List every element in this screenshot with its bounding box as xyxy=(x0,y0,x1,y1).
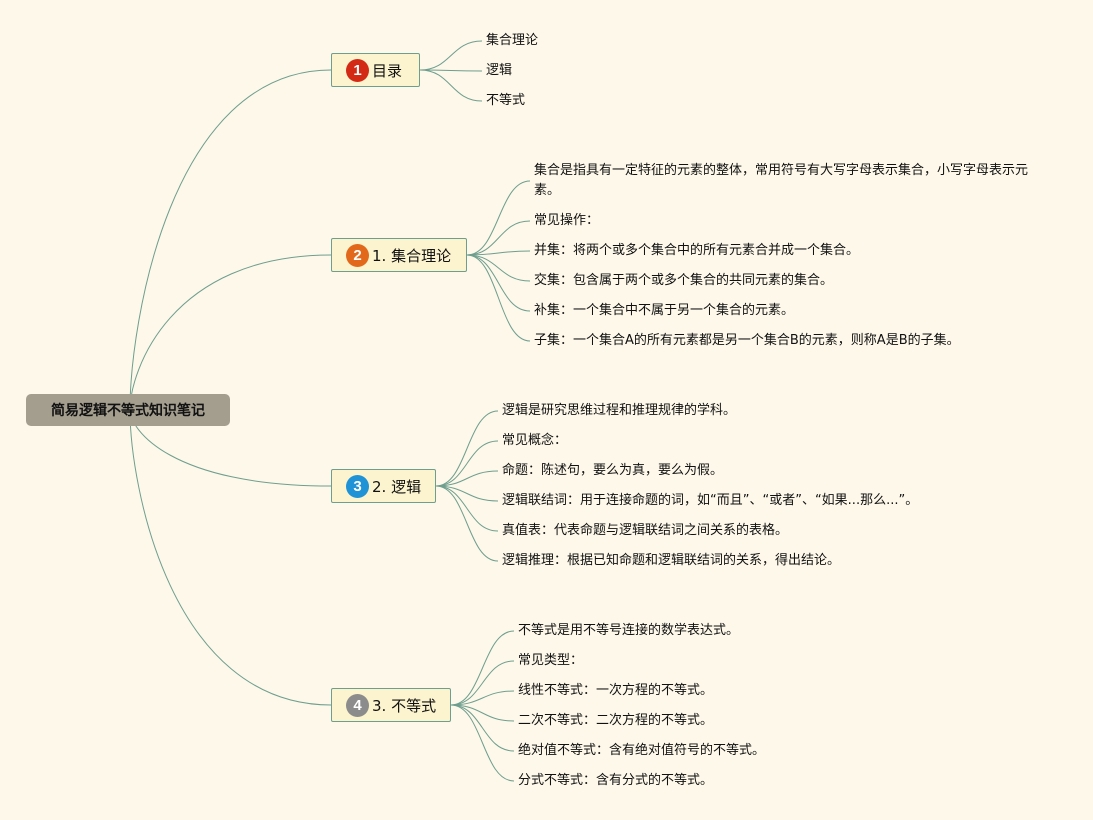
branch-4-leaf-6-line xyxy=(450,704,515,782)
branch-4-leaf-2-line xyxy=(450,660,515,706)
leaf-topic[interactable]: 二次不等式：二次方程的不等式。 xyxy=(518,713,714,728)
leaf-topic[interactable]: 绝对值不等式：含有绝对值符号的不等式。 xyxy=(518,743,766,758)
leaf-topic[interactable]: 命题：陈述句，要么为真，要么为假。 xyxy=(502,463,724,478)
leaf-topic[interactable]: 补集：一个集合中不属于另一个集合的元素。 xyxy=(534,303,795,318)
priority-badge-icon: 4 xyxy=(346,693,369,717)
branch-2-leaf-4-line xyxy=(466,254,531,282)
branch-2-leaf-5-line xyxy=(466,254,531,312)
branch-1-leaf-1-line xyxy=(419,40,483,71)
root-topic-label: 简易逻辑不等式知识笔记 xyxy=(51,403,205,419)
branch-topic-label: 1. 集合理论 xyxy=(372,246,452,265)
leaf-topic[interactable]: 逻辑联结词：用于连接命题的词，如“而且”、“或者”、“如果...那么...”。 xyxy=(502,493,919,508)
branch-4-leaf-5-line xyxy=(450,704,515,752)
leaf-topic[interactable]: 集合理论 xyxy=(486,33,539,48)
branch-3-leaf-4-line xyxy=(435,485,499,502)
branch-3-leaf-2-line xyxy=(435,440,499,487)
branch-4-leaf-3-line xyxy=(450,690,515,706)
branch-2-leaf-6-line xyxy=(466,254,531,342)
branch-3-leaf-1-line xyxy=(435,410,499,487)
priority-badge-icon: 1 xyxy=(346,58,369,82)
leaf-topic[interactable]: 线性不等式：一次方程的不等式。 xyxy=(518,683,714,698)
leaf-topic[interactable]: 常见类型： xyxy=(518,653,584,668)
leaf-topic[interactable]: 逻辑推理：根据已知命题和逻辑联结词的关系，得出结论。 xyxy=(502,553,841,568)
branch-3-leaf-6-line xyxy=(435,485,499,562)
leaf-topic[interactable]: 逻辑是研究思维过程和推理规律的学科。 xyxy=(502,403,737,418)
leaf-topic[interactable]: 并集：将两个或多个集合中的所有元素合并成一个集合。 xyxy=(534,243,860,258)
branch-2-leaf-3-line xyxy=(466,250,531,256)
branch-2-leaf-1-line xyxy=(466,180,531,256)
leaf-topic[interactable]: 交集：包含属于两个或多个集合的共同元素的集合。 xyxy=(534,273,834,288)
branch-1-leaf-2-line xyxy=(419,69,483,72)
leaf-topic[interactable]: 常见概念： xyxy=(502,433,568,448)
leaf-topic[interactable]: 分式不等式：含有分式的不等式。 xyxy=(518,773,714,788)
branch-2-leaf-2-line xyxy=(466,220,531,256)
root-to-branch-1-line xyxy=(129,69,332,411)
branch-topic-label: 2. 逻辑 xyxy=(372,477,422,496)
branch-4-leaf-1-line xyxy=(450,630,515,706)
leaf-topic[interactable]: 不等式 xyxy=(486,93,526,108)
root-to-branch-2-line xyxy=(129,254,332,411)
leaf-topic[interactable]: 不等式是用不等号连接的数学表达式。 xyxy=(518,623,740,638)
branch-3-leaf-3-line xyxy=(435,470,499,487)
branch-topic-label: 3. 不等式 xyxy=(372,696,437,715)
leaf-topic[interactable]: 子集：一个集合A的所有元素都是另一个集合B的元素，则称A是B的子集。 xyxy=(534,333,960,348)
branch-3-leaf-5-line xyxy=(435,485,499,532)
branch-4-leaf-4-line xyxy=(450,704,515,722)
leaf-topic[interactable]: 真值表：代表命题与逻辑联结词之间关系的表格。 xyxy=(502,523,789,538)
branch-1-leaf-3-line xyxy=(419,69,483,102)
leaf-topic[interactable]: 逻辑 xyxy=(486,63,513,78)
root-to-branch-4-line xyxy=(129,409,332,706)
root-topic[interactable]: 简易逻辑不等式知识笔记 xyxy=(26,394,230,426)
priority-badge-icon: 3 xyxy=(346,474,369,498)
priority-badge-icon: 2 xyxy=(346,243,369,267)
leaf-topic[interactable]: 集合是指具有一定特征的元素的整体，常用符号有大写字母表示集合，小写字母表示元素。 xyxy=(534,163,1029,198)
branch-topic-label: 目录 xyxy=(372,61,403,80)
leaf-topic[interactable]: 常见操作： xyxy=(534,213,600,228)
